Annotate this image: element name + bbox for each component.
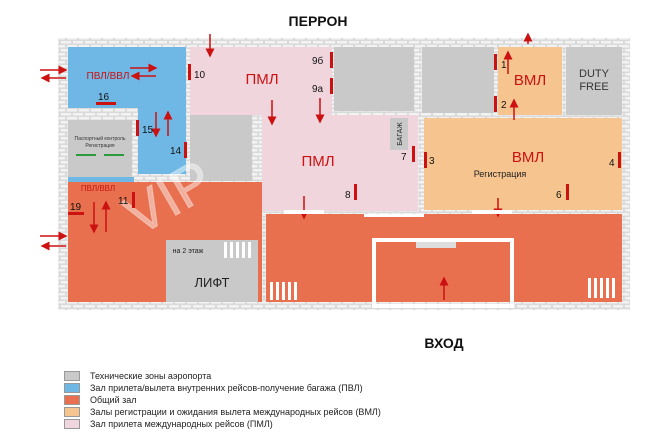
zone-pvl-right: [138, 108, 186, 174]
label-pvl-bottom: ПВЛ/ВВЛ: [81, 184, 115, 193]
legend-item-vml: Залы регистрации и ожидания вылета между…: [64, 406, 381, 418]
label-pml-mid: ПМЛ: [301, 153, 334, 170]
gate-9b: 9б: [312, 55, 324, 67]
legend-swatch: [64, 383, 80, 393]
label-vml-top: ВМЛ: [514, 72, 546, 89]
zone-pvl-top: [68, 47, 186, 108]
gate-numbers: 1 2 3 4 6 7 8 9а 9б 10 11 14 15 16 19: [70, 55, 615, 213]
legend-label: Общий зал: [90, 395, 137, 405]
label-passport-control: Паспортный контроль: [75, 135, 126, 142]
zone-tech-top-1: [334, 47, 414, 111]
flow-arrows: [40, 32, 533, 300]
legend-label: Залы регистрации и ожидания вылета между…: [90, 407, 381, 417]
gate-15: 15: [142, 125, 154, 136]
label-pml-top: ПМЛ: [245, 71, 278, 88]
label-baggage: БАГАЖ: [397, 122, 404, 146]
gate-4: 4: [609, 158, 615, 169]
gate-11: 11: [118, 196, 129, 207]
legend-label: Зал прилета международных рейсов (ПМЛ): [90, 419, 273, 429]
zone-tech-left: [190, 115, 252, 181]
zone-vml-mid: [424, 118, 622, 210]
gate-2: 2: [501, 100, 507, 111]
stairs-lift: [224, 242, 251, 258]
zone-baggage: [390, 118, 408, 150]
label-pvl-top: ПВЛ/ВВЛ: [87, 71, 130, 82]
gate-8: 8: [345, 190, 351, 201]
gate-14: 14: [170, 146, 182, 157]
legend-swatch: [64, 395, 80, 405]
legend-item-tech: Технические зоны аэропорта: [64, 370, 211, 382]
label-to-floor-2: на 2 этаж: [173, 248, 204, 255]
gate-19: 19: [70, 202, 82, 213]
zone-tech-top-2: [422, 47, 494, 113]
legend-swatch: [64, 407, 80, 417]
gate-bars: [68, 52, 621, 215]
label-duty-free-2: FREE: [579, 81, 608, 93]
legend-swatch: [64, 419, 80, 429]
gate-3: 3: [429, 156, 435, 167]
legend-item-common: Общий зал: [64, 394, 137, 406]
label-lift: ЛИФТ: [195, 275, 230, 290]
zone-duty-free: [566, 47, 622, 115]
stairs-bottom: [416, 242, 456, 248]
label-duty-free-1: DUTY: [579, 68, 610, 80]
legend-label: Зал прилета/вылета внутренних рейсов-пол…: [90, 383, 363, 393]
gate-9a: 9а: [312, 84, 324, 95]
label-registration-small: Регистрация: [85, 143, 115, 149]
legend-label: Технические зоны аэропорта: [90, 371, 212, 381]
legend-item-pvl: Зал прилета/вылета внутренних рейсов-пол…: [64, 382, 363, 394]
legend-item-pml: Зал прилета международных рейсов (ПМЛ): [64, 418, 273, 430]
gate-6: 6: [556, 190, 562, 201]
platform-title: ПЕРРОН: [289, 13, 348, 29]
gate-10: 10: [194, 70, 206, 81]
stairs-left: [270, 282, 297, 300]
zone-pml-top: [190, 47, 332, 115]
entrance-title: ВХОД: [424, 335, 463, 351]
door-openings: [284, 210, 512, 242]
stairs-right: [588, 278, 615, 298]
gate-1: 1: [501, 60, 507, 71]
label-registration: Регистрация: [474, 169, 527, 179]
zone-passport-control: [68, 120, 132, 182]
gate-7: 7: [401, 152, 407, 163]
gate-16: 16: [98, 92, 110, 103]
label-vml-mid: ВМЛ: [512, 149, 544, 166]
legend-swatch: [64, 371, 80, 381]
